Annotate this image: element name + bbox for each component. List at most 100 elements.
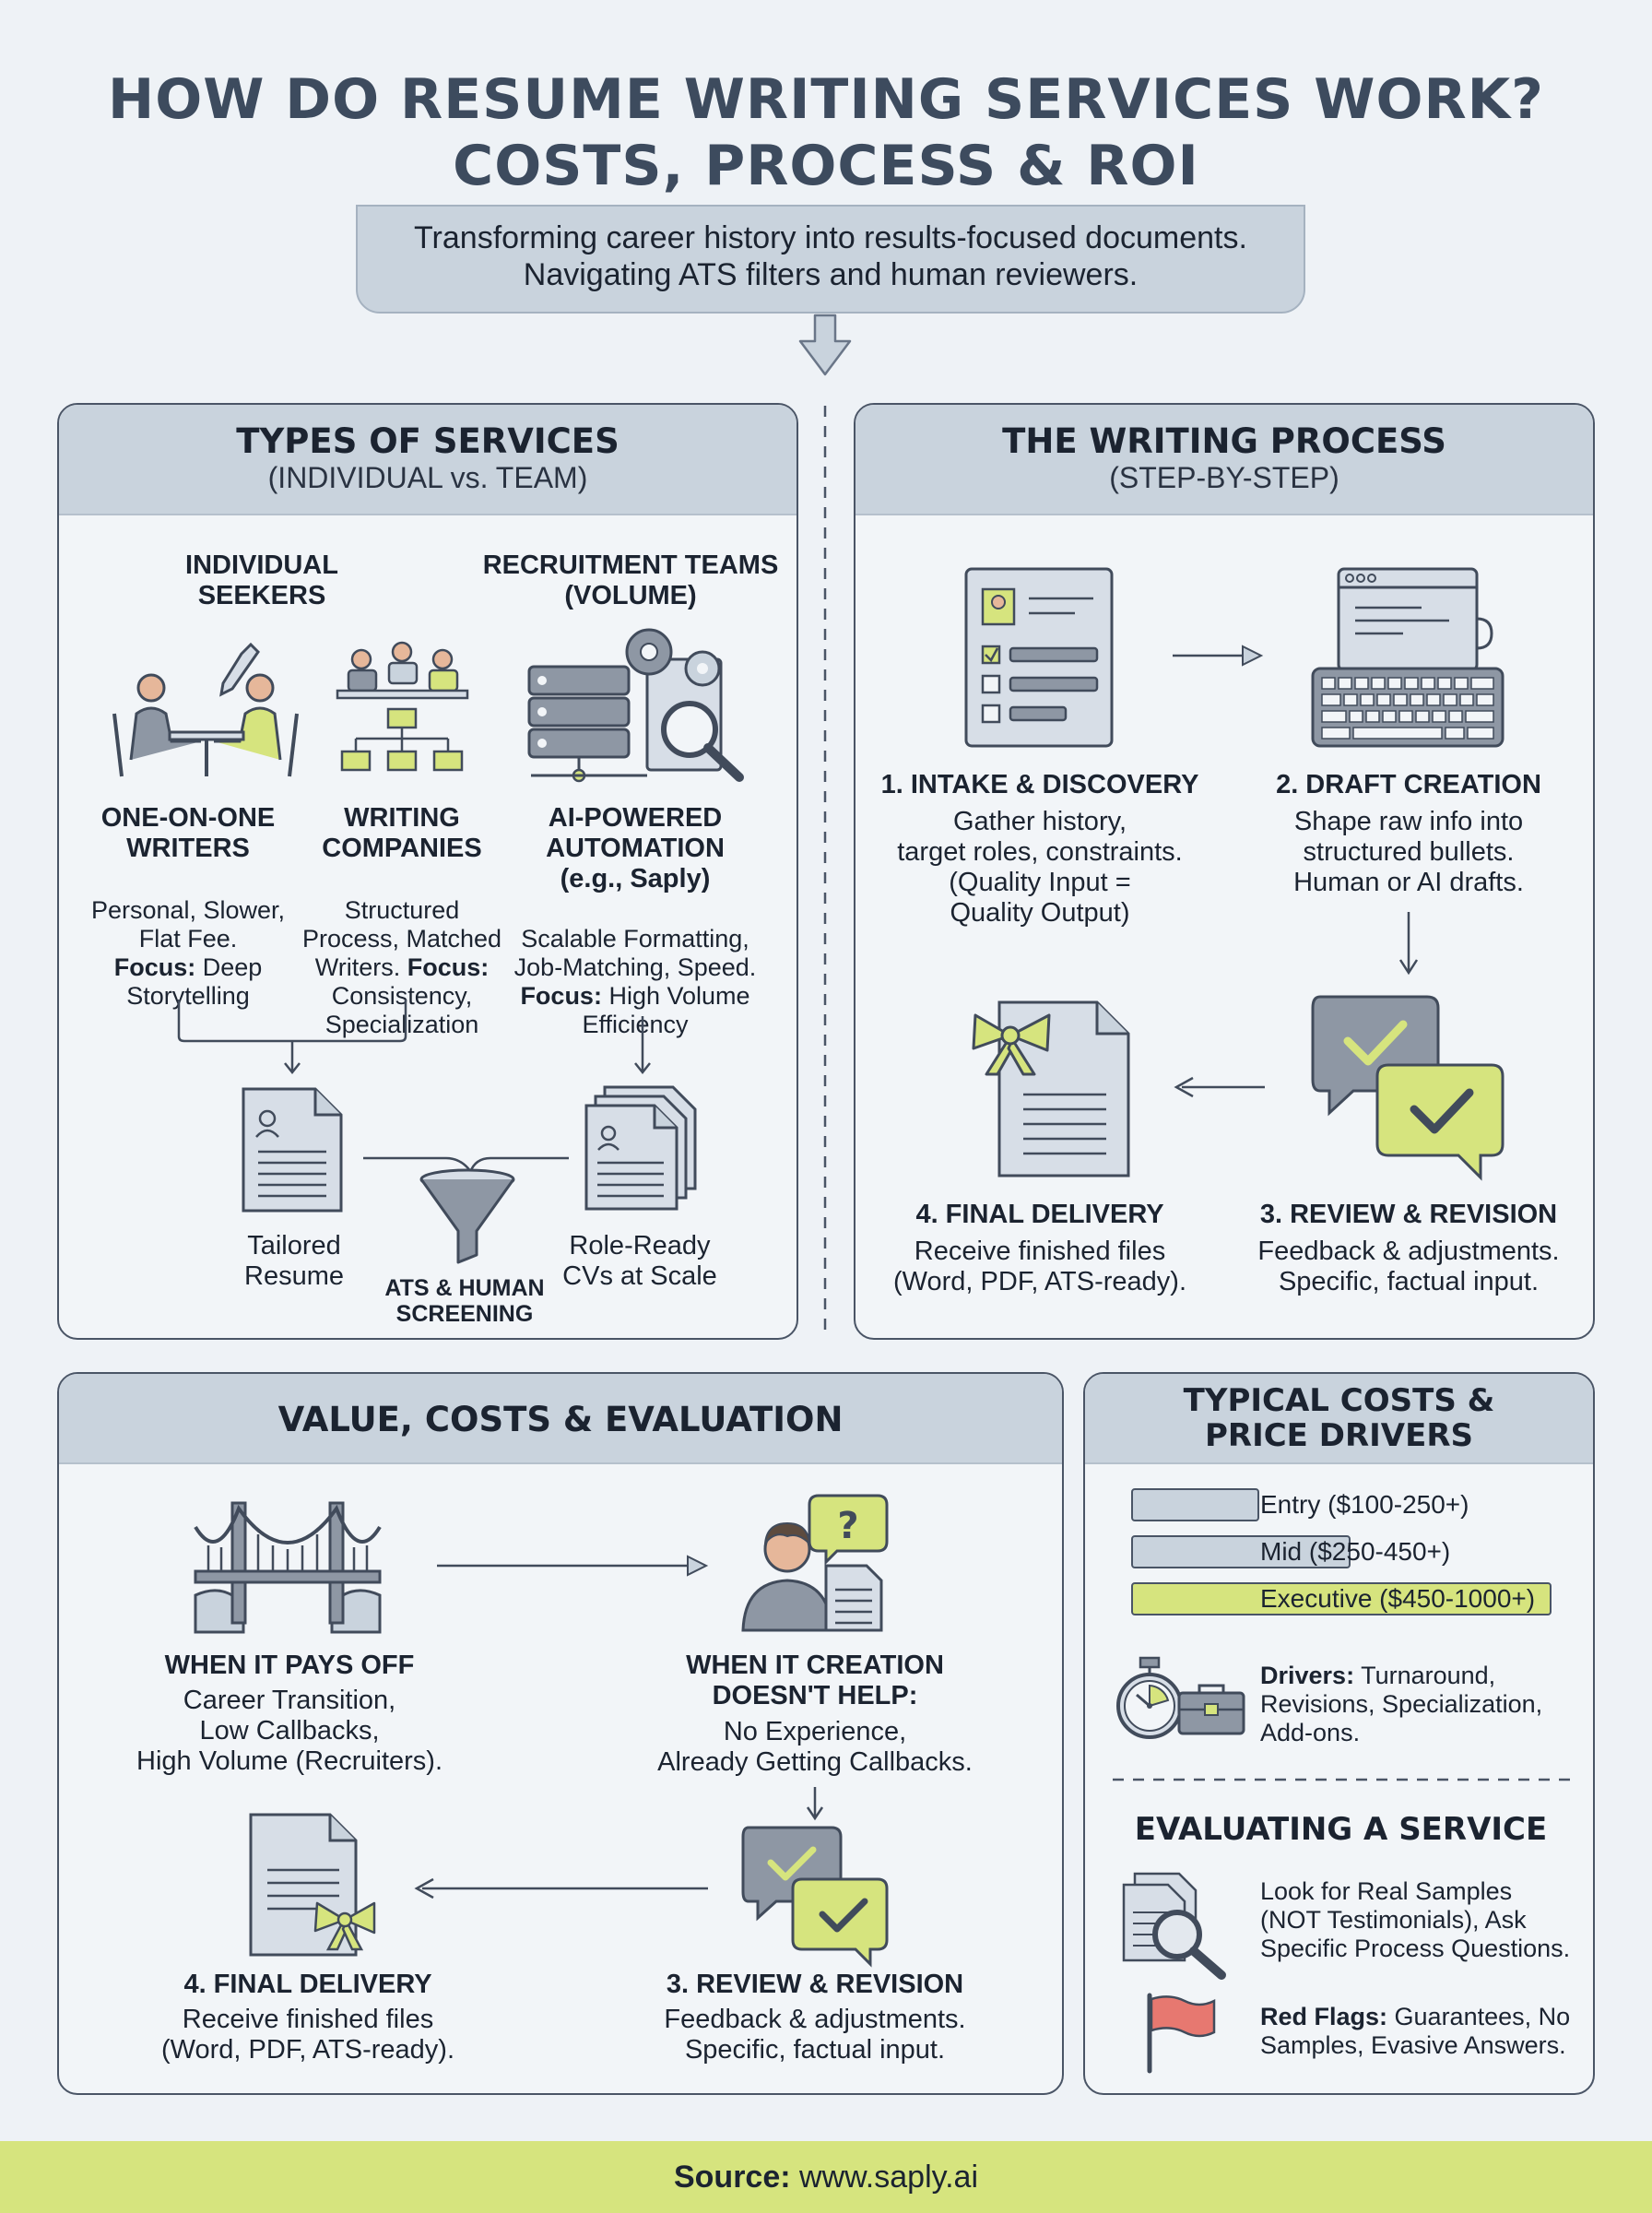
red-flags-text: Red Flags: Guarantees, No Samples, Evasi… (1260, 2003, 1592, 2060)
step1-to-step2-arrow (1173, 645, 1264, 667)
price-tier-bar (1131, 1582, 1552, 1615)
writing-companies-focus-text: Consistency, Specialization (324, 982, 479, 1038)
value-step4-desc: Receive finished files (Word, PDF, ATS-r… (161, 2005, 454, 2065)
meeting-icon (112, 642, 299, 777)
step2-desc: Shape raw info into structured bullets. … (1293, 807, 1524, 897)
value-costs-panel: VALUE, COSTS & EVALUATION ? WHEN IT PAYS… (57, 1372, 1064, 2095)
costs-divider (1113, 1778, 1574, 1781)
writing-companies-title: WRITING COMPANIES (322, 803, 482, 863)
types-of-services-panel: TYPES OF SERVICES (INDIVIDUAL vs. TEAM) … (57, 403, 798, 1340)
one-on-one-desc-text: Personal, Slower, Flat Fee. (90, 896, 286, 953)
gift-document-icon (972, 1000, 1130, 1178)
subtitle-line1: Transforming career history into results… (414, 220, 1247, 255)
cv-stack-icon (584, 1085, 697, 1211)
subtitle-banner: Transforming career history into results… (356, 205, 1305, 314)
intake-form-icon (964, 567, 1114, 748)
down-arrow-icon (798, 314, 852, 376)
funnel-icon (419, 1168, 515, 1264)
value-panel-title: VALUE, COSTS & EVALUATION (277, 1400, 844, 1439)
step1-title: 1. INTAKE & DISCOVERY (880, 770, 1199, 799)
process-panel-header: THE WRITING PROCESS (STEP-BY-STEP) (856, 405, 1593, 515)
question-person-icon: ? (741, 1494, 889, 1632)
price-drivers-label: Drivers: (1260, 1662, 1355, 1689)
evaluating-service-title: EVALUATING A SERVICE (1134, 1811, 1548, 1848)
individual-seekers-label: INDIVIDUAL SEEKERS (185, 550, 338, 610)
pays-off-title: WHEN IT PAYS OFF (164, 1651, 415, 1680)
tailored-resume-label: Tailored Resume (244, 1231, 344, 1291)
price-drivers-value: Turnaround, Revisions, Specialization, A… (1260, 1662, 1543, 1746)
pays-off-desc: Career Transition, Low Callbacks, High V… (136, 1686, 442, 1776)
types-panel-header: TYPES OF SERVICES (INDIVIDUAL vs. TEAM) (59, 405, 796, 515)
one-on-one-writers-desc: Personal, Slower, Flat Fee. Focus: Deep … (77, 868, 299, 1011)
step4-title: 4. FINAL DELIVERY (915, 1200, 1164, 1229)
review-to-delivery-arrow (414, 1877, 708, 1899)
svg-text:?: ? (837, 1505, 858, 1547)
price-tier-label: Mid ($250-450+) (1260, 1537, 1451, 1566)
costs-panel-header: TYPICAL COSTS & PRICE DRIVERS (1085, 1374, 1593, 1464)
step4-desc: Receive finished files (Word, PDF, ATS-r… (893, 1237, 1186, 1296)
column-divider (823, 406, 827, 1337)
step3-desc: Feedback & adjustments. Specific, factua… (1257, 1237, 1560, 1296)
writing-companies-desc-text: Structured Process, Matched Writers. (301, 896, 502, 981)
red-flag-icon (1147, 1993, 1216, 2074)
one-on-one-focus-text: Deep Storytelling (126, 953, 263, 1010)
red-flags-label: Red Flags: (1260, 2003, 1388, 2030)
value-panel-header: VALUE, COSTS & EVALUATION (59, 1374, 1062, 1464)
page-title: HOW DO RESUME WRITING SERVICES WORK? COS… (0, 66, 1652, 199)
value-step3-desc: Feedback & adjustments. Specific, factua… (664, 2005, 966, 2065)
types-panel-subtitle: (INDIVIDUAL vs. TEAM) (267, 461, 588, 494)
ai-powered-focus-label: Focus: (520, 982, 602, 1010)
stopwatch-icon (1116, 1656, 1183, 1739)
recruitment-teams-label: RECRUITMENT TEAMS (VOLUME) (482, 550, 779, 610)
not-help-title: WHEN IT CREATION DOESN'T HELP: (686, 1651, 944, 1710)
payoff-to-nothelp-arrow (437, 1555, 709, 1577)
one-on-one-writers-title: ONE-ON-ONE WRITERS (100, 803, 276, 863)
one-on-one-focus-label: Focus: (113, 953, 196, 981)
page-title-line2: COSTS, PROCESS & ROI (453, 134, 1199, 198)
footer-source-label: Source: (673, 2160, 791, 2195)
price-tier-label: Entry ($100-250+) (1260, 1490, 1469, 1519)
org-chart-icon (336, 641, 469, 772)
step3-to-step4-arrow (1174, 1076, 1265, 1098)
ai-powered-automation-title: AI-POWERED AUTOMATION (e.g., Saply) (546, 803, 725, 893)
page-title-line1: HOW DO RESUME WRITING SERVICES WORK? (108, 67, 1544, 132)
costs-panel-title: TYPICAL COSTS & PRICE DRIVERS (1183, 1382, 1495, 1454)
magnifier-document-icon (1122, 1872, 1226, 1980)
types-panel-title: TYPES OF SERVICES (236, 421, 620, 461)
value-step3-title: 3. REVIEW & REVISION (666, 1970, 964, 1999)
ai-powered-automation-desc: Scalable Formatting, Job-Matching, Speed… (511, 896, 760, 1039)
price-drivers-text: Drivers: Turnaround, Revisions, Speciali… (1260, 1662, 1592, 1747)
step2-to-step3-arrow (1398, 912, 1419, 976)
gift-document-small-icon (249, 1813, 376, 1957)
process-panel-title: THE WRITING PROCESS (1002, 421, 1446, 461)
resume-icon (242, 1087, 343, 1213)
role-ready-cvs-label: Role-Ready CVs at Scale (562, 1231, 717, 1291)
briefcase-icon (1177, 1684, 1245, 1735)
keyboard-icon (1311, 567, 1504, 748)
nothelp-to-review-arrow (806, 1787, 824, 1821)
step2-title: 2. DRAFT CREATION (1276, 770, 1541, 799)
writing-companies-desc: Structured Process, Matched Writers. Foc… (289, 868, 514, 1039)
process-panel-subtitle: (STEP-BY-STEP) (1109, 461, 1339, 494)
bridge-icon (194, 1501, 382, 1634)
footer-source: Source: www.saply.ai (0, 2141, 1652, 2213)
ai-server-icon (527, 628, 744, 783)
price-tier-bar (1131, 1488, 1259, 1521)
price-tier-label: Executive ($450-1000+) (1260, 1584, 1536, 1613)
writing-companies-focus-label: Focus: (407, 953, 490, 981)
not-help-desc: No Experience, Already Getting Callbacks… (657, 1717, 973, 1777)
price-tier-bar (1131, 1535, 1351, 1568)
evaluating-service-text: Look for Real Samples (NOT Testimonials)… (1260, 1877, 1571, 1962)
ats-human-screening-label: ATS & HUMAN SCREENING (384, 1275, 545, 1327)
typical-costs-panel: TYPICAL COSTS & PRICE DRIVERS Entry ($10… (1083, 1372, 1595, 2095)
review-bubbles-small-icon (741, 1826, 889, 1968)
red-flags-value: Guarantees, No Samples, Evasive Answers. (1260, 2003, 1571, 2059)
ai-powered-desc-text: Scalable Formatting, Job-Matching, Speed… (513, 925, 757, 981)
subtitle-line2: Navigating ATS filters and human reviewe… (523, 257, 1139, 292)
footer-source-link[interactable]: www.saply.ai (790, 2160, 979, 2195)
ai-powered-focus-text: High Volume Efficiency (582, 982, 750, 1038)
writing-process-panel: THE WRITING PROCESS (STEP-BY-STEP) (854, 403, 1595, 1340)
review-bubbles-icon (1311, 995, 1504, 1181)
step3-title: 3. REVIEW & REVISION (1259, 1200, 1558, 1229)
value-step4-title: 4. FINAL DELIVERY (183, 1970, 432, 1999)
